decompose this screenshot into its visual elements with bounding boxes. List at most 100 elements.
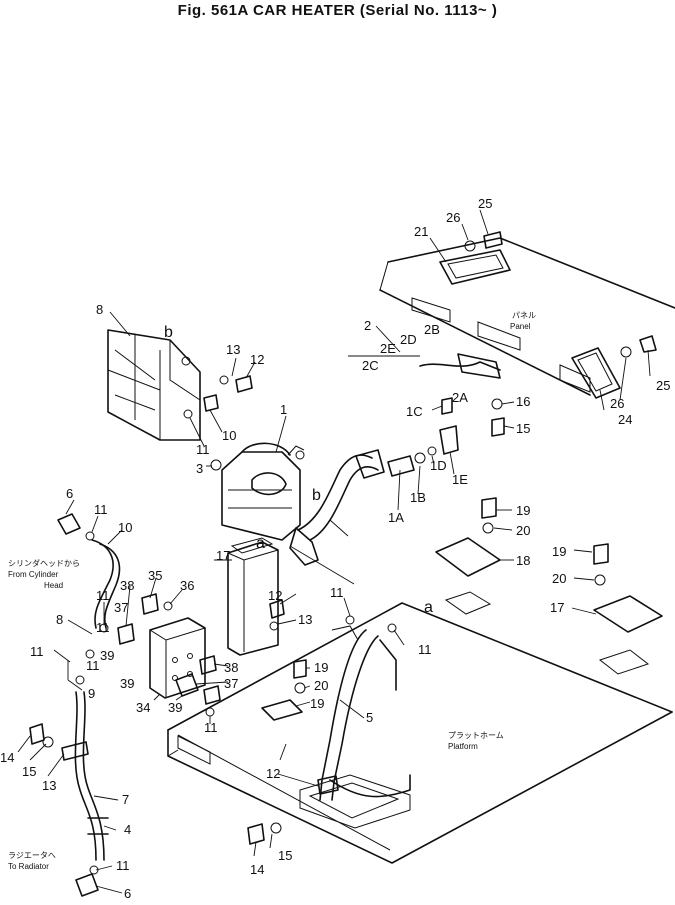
part-label-1E: 1E xyxy=(452,472,468,487)
part-label-11a: 11 xyxy=(94,502,108,517)
plates-24-25 xyxy=(435,537,663,675)
part-label-32b: 26 xyxy=(610,396,624,411)
part-labels: 25 26 21 8 13 12 10 11 1 3 2 2E 2D 2B 2C… xyxy=(0,196,670,901)
part-label-11b: 11 xyxy=(96,588,110,603)
part-label-31: 25 xyxy=(478,196,492,211)
part-label-2C: 2C xyxy=(362,358,379,373)
part-label-11f: 11 xyxy=(330,585,344,600)
part-label-27b: 19 xyxy=(552,544,566,559)
part-label-23: 16 xyxy=(516,394,530,409)
part-label-21b: 13 xyxy=(298,612,312,627)
platform-jp-label: プラットホーム xyxy=(448,731,504,740)
part-label-11e: 11 xyxy=(86,658,100,673)
part-label-12: 12 xyxy=(266,766,280,781)
part-label-11i: 11 xyxy=(116,858,130,873)
part-label-25: 18 xyxy=(516,553,530,568)
part-label-27a: 19 xyxy=(516,503,530,518)
part-label-14a: 14 xyxy=(0,750,14,765)
part-label-6b: 6 xyxy=(124,886,131,901)
part-label-22: 15 xyxy=(516,421,530,436)
from-head-en2-label: Head xyxy=(44,581,63,590)
part-label-20b: 12 xyxy=(268,588,282,603)
from-head-en-label: From Cylinder xyxy=(8,570,59,579)
part-label-19: 17 xyxy=(216,548,230,563)
ref-letter-b-top: b xyxy=(164,324,173,341)
ref-letter-a-right: a xyxy=(424,599,433,616)
part-label-1D: 1D xyxy=(430,458,447,473)
part-label-2A: 2A xyxy=(452,390,468,405)
part-label-28c: 20 xyxy=(314,678,328,693)
part-label-33: 34 xyxy=(136,700,150,715)
part-label-34: 35 xyxy=(148,568,162,583)
part-label-36b: 37 xyxy=(224,676,238,691)
part-label-7: 7 xyxy=(122,792,129,807)
part-label-37b: 38 xyxy=(224,660,238,675)
part-label-1: 1 xyxy=(280,402,287,417)
part-label-2: 2 xyxy=(364,318,371,333)
part-label-11g: 11 xyxy=(418,642,432,657)
platform-en-label: Platform xyxy=(448,742,478,751)
bracket-16 xyxy=(107,329,201,441)
radiator-en-label: To Radiator xyxy=(8,862,49,871)
part-label-38b: 39 xyxy=(120,676,134,691)
part-label-9: 9 xyxy=(88,686,95,701)
part-label-15b: 15 xyxy=(278,848,292,863)
part-label-29: 21 xyxy=(414,224,428,239)
part-label-11c: 11 xyxy=(96,620,110,635)
part-label-17: 10 xyxy=(222,428,236,443)
hose-4 xyxy=(289,449,385,566)
annotations: パネル Panel シリンダヘッドから From Cylinder Head プ… xyxy=(8,311,536,871)
reference-letters: b b a a xyxy=(164,324,433,616)
part-label-38c: 39 xyxy=(168,700,182,715)
part-label-31b: 25 xyxy=(656,378,670,393)
part-label-21: 13 xyxy=(226,342,240,357)
hoses-7-10 xyxy=(74,539,121,861)
part-label-3: 3 xyxy=(196,461,203,476)
pipe-5 xyxy=(319,625,411,801)
part-label-16: 8 xyxy=(96,302,103,317)
part-label-28a: 20 xyxy=(516,523,530,538)
part-label-13: 13 xyxy=(42,778,56,793)
panel-plate xyxy=(379,237,675,399)
part-label-27c: 19 xyxy=(314,660,328,675)
part-label-1C: 1C xyxy=(406,404,423,419)
panel-jp-label: パネル xyxy=(512,311,536,320)
heater-unit-1 xyxy=(221,442,305,541)
part-label-18: 11 xyxy=(196,442,210,457)
part-label-6a: 6 xyxy=(66,486,73,501)
duct-19 xyxy=(227,537,279,656)
leader-lines xyxy=(17,209,651,894)
part-label-36a: 37 xyxy=(114,600,128,615)
from-head-jp-label: シリンダヘッドから xyxy=(8,558,80,568)
part-label-20: 12 xyxy=(250,352,264,367)
part-label-8: 8 xyxy=(56,612,63,627)
part-label-35: 36 xyxy=(180,578,194,593)
radiator-jp-label: ラジエータへ xyxy=(8,851,56,860)
part-label-11h: 11 xyxy=(204,720,218,735)
part-label-15a: 15 xyxy=(22,764,36,779)
platform-plate xyxy=(167,602,673,864)
part-label-24: 17 xyxy=(550,600,564,615)
valve-1a-group xyxy=(387,425,459,477)
fittings xyxy=(29,231,657,897)
ref-letter-a: a xyxy=(256,535,265,552)
part-label-14b: 14 xyxy=(250,862,264,877)
ref-letter-b: b xyxy=(312,487,321,504)
part-label-39: 4 xyxy=(124,822,131,837)
part-label-1B: 1B xyxy=(410,490,426,505)
part-label-30: 24 xyxy=(618,412,632,427)
part-label-1A: 1A xyxy=(388,510,404,525)
part-label-2B: 2B xyxy=(424,322,440,337)
part-label-28b: 20 xyxy=(552,571,566,586)
part-label-5: 5 xyxy=(366,710,373,725)
part-label-38a: 39 xyxy=(100,648,114,663)
part-label-2D: 2D xyxy=(400,332,417,347)
part-label-10: 10 xyxy=(118,520,132,535)
part-label-32: 26 xyxy=(446,210,460,225)
part-label-37a: 38 xyxy=(120,578,134,593)
part-label-2E: 2E xyxy=(380,341,396,356)
block-33 xyxy=(149,617,206,699)
part-label-26: 19 xyxy=(310,696,324,711)
